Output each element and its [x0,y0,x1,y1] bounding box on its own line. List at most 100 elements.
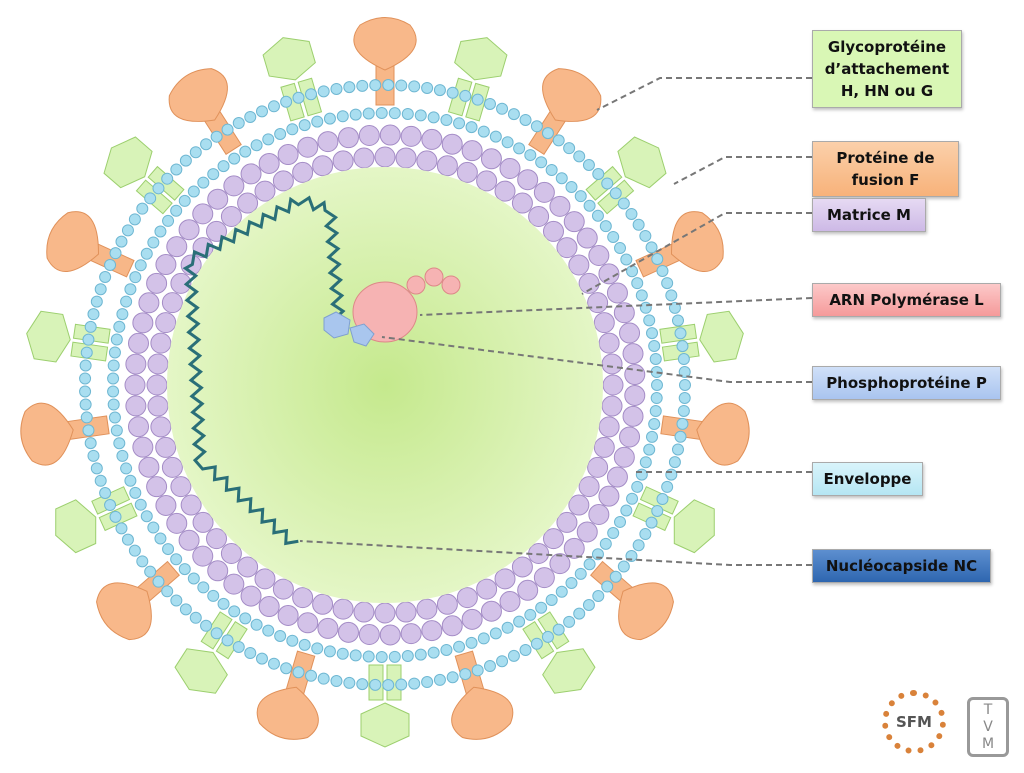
lipid-head [388,650,401,663]
lipid-head [626,492,639,505]
matrix-protein [292,161,314,183]
matrix-protein [170,476,192,498]
lipid-head [483,660,496,673]
lipid-head [330,82,343,95]
matrix-protein [155,494,177,516]
matrix-protein [456,587,478,609]
matrix-protein [436,155,458,177]
glycoprotein-spike [522,611,596,694]
matrix-protein [511,556,533,578]
lipid-head [651,253,664,266]
glycoprotein-spike [659,310,744,363]
matrix-protein [400,125,422,147]
matrix-protein [601,353,623,375]
matrix-protein [192,511,214,533]
matrix-protein [461,608,483,630]
lipid-head [124,283,137,296]
label-polymerase: ARN Polymérase L [812,283,1001,317]
glyco-head [699,310,744,363]
virus-interior [167,167,603,603]
lipid-head [433,673,446,686]
lipid-head [382,79,395,92]
matrix-protein [549,195,571,217]
fusion-head [542,68,602,122]
lipid-head [609,187,622,200]
lipid-head [113,437,126,450]
lipid-head [108,411,121,424]
lipid-head [639,528,652,541]
matrix-protein [441,133,463,155]
matrix-protein [207,188,229,210]
matrix-protein [192,203,214,225]
phosphoprotein-p [323,311,375,347]
lipid-head [614,242,627,255]
lipid-head [453,640,466,653]
polymerase-l [352,267,461,343]
lipid-head [113,320,126,333]
lipid-head [674,327,687,340]
glycoprotein-spike [447,37,508,122]
lipid-head [298,638,311,651]
matrix-protein [277,144,299,166]
lipid-head [330,675,343,688]
matrix-protein [147,395,169,417]
lipid-head [552,623,565,636]
lipid-head [614,515,627,528]
lipid-head [87,449,100,462]
lipid-head [280,662,293,675]
lipid-head [395,79,408,92]
matrix-protein [166,512,188,534]
lipid-head [661,277,674,290]
lipid-head [635,289,648,302]
label-nucleocapsid: Nucléocapside NC [812,549,991,583]
matrix-protein [125,395,147,417]
matrix-protein [240,585,262,607]
lipid-head [170,553,183,566]
matrix-protein [601,395,623,417]
lipid-head [676,340,689,353]
lipid-head [179,603,192,616]
lipid-head [513,142,526,155]
matrix-protein [220,542,242,564]
lipid-head [524,608,537,621]
matrix-protein [317,617,339,639]
lipid-head [583,558,596,571]
lipid-head [82,424,95,437]
lipid-head [617,560,630,573]
matrix-protein [588,504,610,526]
lipid-head [144,192,157,205]
matrix-protein [613,302,635,324]
lipid-head [513,615,526,628]
lipid-head [427,111,440,124]
lipid-head [178,563,191,576]
lipid-head [128,544,141,557]
lipid-head [239,145,252,158]
lipid-head [632,218,645,231]
glyco-head [542,648,596,694]
matrix-protein [170,272,192,294]
lipid-head [489,130,502,143]
matrix-protein [619,322,641,344]
lipid-head [147,236,160,249]
lipid-head [108,346,121,359]
lipid-head [305,88,318,101]
fusion-head [96,582,152,641]
matrix-protein [240,163,262,185]
lipid-head [646,327,659,340]
label-phosphoprotein: Phosphoprotéine P [812,366,1001,400]
lipid-head [648,418,661,431]
lipid-head [305,669,318,682]
lipid-head [601,177,614,190]
lipid-head [280,95,293,108]
matrix-protein [337,127,359,149]
matrix-protein [400,623,422,645]
envelope-spikes [20,17,750,748]
lipid-head [82,333,95,346]
matrix-protein [166,236,188,258]
lipid-head [128,213,141,226]
matrix-protein [576,227,598,249]
matrix-protein [272,578,294,600]
lipid-head [661,480,674,493]
lipid-head [574,567,587,580]
